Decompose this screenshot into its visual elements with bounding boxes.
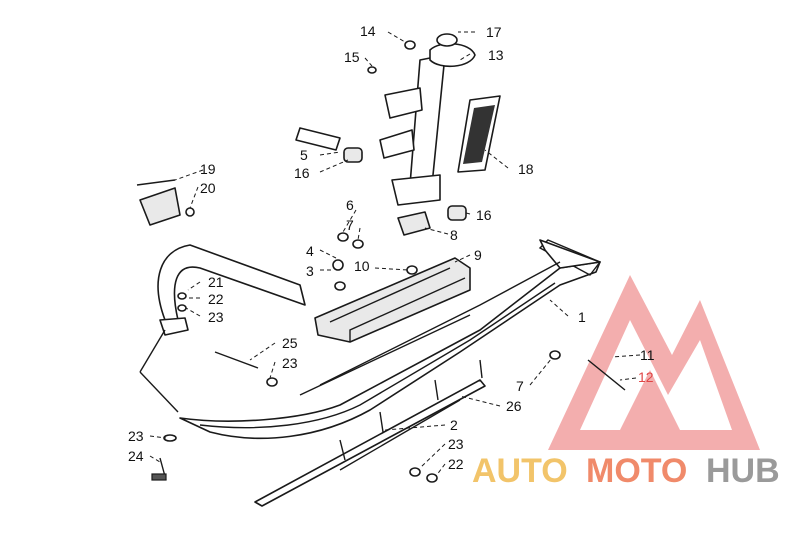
callout-20: 20 xyxy=(200,180,216,196)
grip-pad xyxy=(457,95,501,173)
spacer-block xyxy=(397,211,431,236)
callout-2: 2 xyxy=(450,417,458,433)
callout-7-lower: 7 xyxy=(516,378,524,394)
callout-11: 11 xyxy=(640,347,655,363)
spindle xyxy=(379,33,476,206)
callout-12: 12 xyxy=(638,369,654,385)
ski xyxy=(179,261,601,440)
watermark-logo xyxy=(548,275,760,450)
saddle xyxy=(314,257,471,343)
watermark-triangle-center xyxy=(620,370,680,430)
callout-5: 5 xyxy=(300,147,308,163)
bushing-right xyxy=(447,205,467,221)
callout-16-left: 16 xyxy=(294,165,310,181)
bracket xyxy=(139,187,181,226)
callout-9: 9 xyxy=(474,247,482,263)
watermark-hub: HUB xyxy=(706,452,780,490)
callout-23-runner: 23 xyxy=(448,436,464,452)
callout-8: 8 xyxy=(450,227,458,243)
callout-24: 24 xyxy=(128,448,144,464)
callout-14: 14 xyxy=(360,23,376,39)
bushing-rod xyxy=(295,127,341,151)
watermark-moto: MOTO xyxy=(586,452,687,490)
callout-labels: 1 2 3 4 5 6 7 8 9 10 11 12 13 14 15 16 1… xyxy=(128,23,655,472)
callout-18: 18 xyxy=(518,161,534,177)
bushing-left xyxy=(343,147,363,163)
callout-22-lower: 22 xyxy=(448,456,464,472)
watermark-triangle-inner xyxy=(580,320,732,430)
callout-25: 25 xyxy=(282,335,298,351)
callout-15: 15 xyxy=(344,49,360,65)
callout-22-upper: 22 xyxy=(208,291,224,307)
callout-23-handle: 23 xyxy=(208,309,224,325)
callout-3: 3 xyxy=(306,263,314,279)
callout-16-right: 16 xyxy=(476,207,492,223)
callout-26: 26 xyxy=(506,398,522,414)
callout-10: 10 xyxy=(354,258,370,274)
callout-7: 7 xyxy=(346,217,354,233)
callout-6: 6 xyxy=(346,197,354,213)
callout-19: 19 xyxy=(200,161,216,177)
watermark-text: AUTO MOTO HUB xyxy=(472,452,780,490)
callout-23-tip: 23 xyxy=(128,428,144,444)
callout-21: 21 xyxy=(208,274,224,290)
callout-1: 1 xyxy=(578,309,586,325)
callout-23-bolt: 23 xyxy=(282,355,298,371)
callout-17: 17 xyxy=(486,24,502,40)
callout-4: 4 xyxy=(306,243,314,259)
watermark-auto: AUTO xyxy=(472,452,568,490)
bolts xyxy=(151,40,626,483)
callout-13: 13 xyxy=(488,47,504,63)
wear-bar xyxy=(254,379,486,507)
loop-handle xyxy=(157,244,306,336)
leader-lines xyxy=(139,31,641,477)
